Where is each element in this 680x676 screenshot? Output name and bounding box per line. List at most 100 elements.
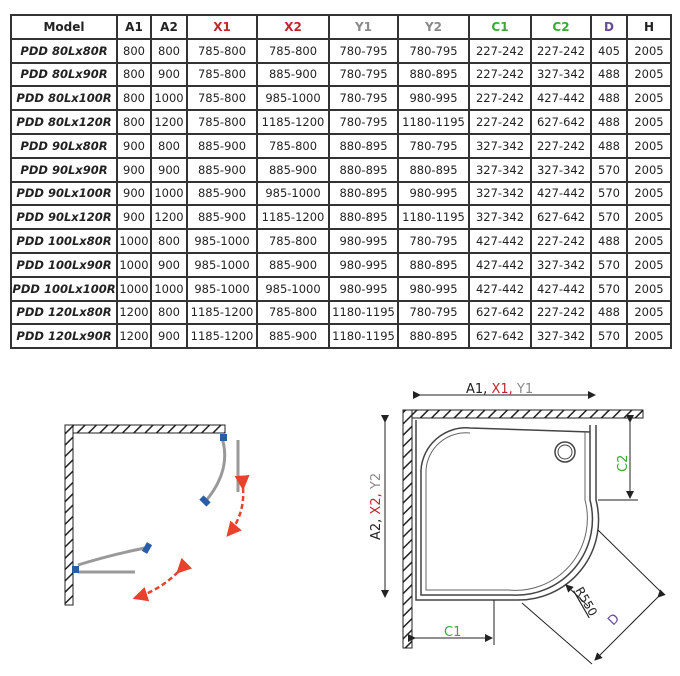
column-header-c1: C1: [468, 14, 532, 40]
value-cell: 900: [150, 251, 188, 278]
value-cell: 1200: [150, 109, 188, 135]
value-cell: 427-442: [468, 251, 532, 278]
value-cell: 900: [116, 132, 152, 159]
value-cell: 980-995: [397, 180, 470, 207]
value-cell: 488: [590, 228, 628, 254]
value-cell: 1180-1195: [328, 323, 399, 350]
value-cell: 488: [590, 132, 628, 159]
value-cell: 2005: [626, 61, 672, 88]
value-cell: 627-642: [530, 109, 592, 135]
value-cell: 800: [116, 37, 152, 64]
value-cell: 985-1000: [256, 275, 330, 302]
value-cell: 780-795: [328, 37, 399, 64]
value-cell: 880-895: [397, 323, 470, 350]
value-cell: 488: [590, 85, 628, 112]
column-header-h: H: [626, 14, 672, 40]
column-header-x2: X2: [256, 14, 330, 40]
value-cell: 2005: [626, 109, 672, 135]
value-cell: 1200: [116, 299, 152, 326]
value-cell: 780-795: [328, 61, 399, 88]
value-cell: 1185-1200: [186, 323, 258, 350]
value-cell: 2005: [626, 85, 672, 112]
hinge-icon: [72, 566, 79, 573]
value-cell: 900: [116, 180, 152, 207]
value-cell: 785-800: [186, 61, 258, 88]
model-cell: PDD 100Lx100R: [10, 275, 118, 302]
column-header-y2: Y2: [397, 14, 470, 40]
value-cell: 1000: [116, 228, 152, 254]
value-cell: 2005: [626, 156, 672, 183]
value-cell: 1000: [150, 180, 188, 207]
value-cell: 2005: [626, 228, 672, 254]
value-cell: 1000: [150, 275, 188, 302]
drain-icon: [554, 441, 576, 463]
value-cell: 1000: [116, 275, 152, 302]
value-cell: 885-900: [186, 156, 258, 183]
value-cell: 880-895: [328, 180, 399, 207]
value-cell: 900: [150, 323, 188, 350]
value-cell: 488: [590, 109, 628, 135]
value-cell: 800: [116, 85, 152, 112]
hinge-icon: [220, 434, 227, 441]
model-cell: PDD 90Lx120R: [10, 204, 118, 231]
value-cell: 880-895: [328, 204, 399, 231]
value-cell: 880-895: [328, 132, 399, 159]
value-cell: 327-342: [530, 156, 592, 183]
value-cell: 427-442: [530, 85, 592, 112]
value-cell: 570: [590, 180, 628, 207]
value-cell: 885-900: [186, 180, 258, 207]
value-cell: 900: [150, 61, 188, 88]
value-cell: 980-995: [328, 228, 399, 254]
c2-label: C2: [616, 455, 631, 472]
value-cell: 785-800: [186, 109, 258, 135]
value-cell: 227-242: [530, 132, 592, 159]
value-cell: 785-800: [256, 228, 330, 254]
value-cell: 785-800: [256, 132, 330, 159]
value-cell: 1180-1195: [328, 299, 399, 326]
model-cell: PDD 80Lx100R: [10, 85, 118, 112]
value-cell: 880-895: [397, 156, 470, 183]
value-cell: 427-442: [530, 180, 592, 207]
value-cell: 880-895: [397, 61, 470, 88]
model-cell: PDD 100Lx80R: [10, 228, 118, 254]
depth-label: A2, X2, Y2: [369, 473, 384, 540]
model-cell: PDD 100Lx90R: [10, 251, 118, 278]
value-cell: 900: [116, 204, 152, 231]
value-cell: 227-242: [468, 61, 532, 88]
value-cell: 1185-1200: [186, 299, 258, 326]
value-cell: 327-342: [468, 132, 532, 159]
value-cell: 627-642: [468, 323, 532, 350]
value-cell: 885-900: [186, 204, 258, 231]
value-cell: 227-242: [468, 109, 532, 135]
value-cell: 2005: [626, 37, 672, 64]
value-cell: 327-342: [530, 323, 592, 350]
value-cell: 785-800: [186, 85, 258, 112]
width-label: A1, X1, Y1: [466, 382, 533, 397]
value-cell: 885-900: [256, 156, 330, 183]
value-cell: 885-900: [256, 251, 330, 278]
value-cell: 985-1000: [186, 228, 258, 254]
value-cell: 2005: [626, 275, 672, 302]
value-cell: 1185-1200: [256, 109, 330, 135]
value-cell: 327-342: [530, 61, 592, 88]
value-cell: 885-900: [256, 323, 330, 350]
value-cell: 488: [590, 61, 628, 88]
value-cell: 785-800: [186, 37, 258, 64]
dimension-diagram: [381, 391, 666, 665]
value-cell: 1000: [150, 85, 188, 112]
value-cell: 1180-1195: [397, 204, 470, 231]
value-cell: 900: [116, 156, 152, 183]
value-cell: 488: [590, 299, 628, 326]
